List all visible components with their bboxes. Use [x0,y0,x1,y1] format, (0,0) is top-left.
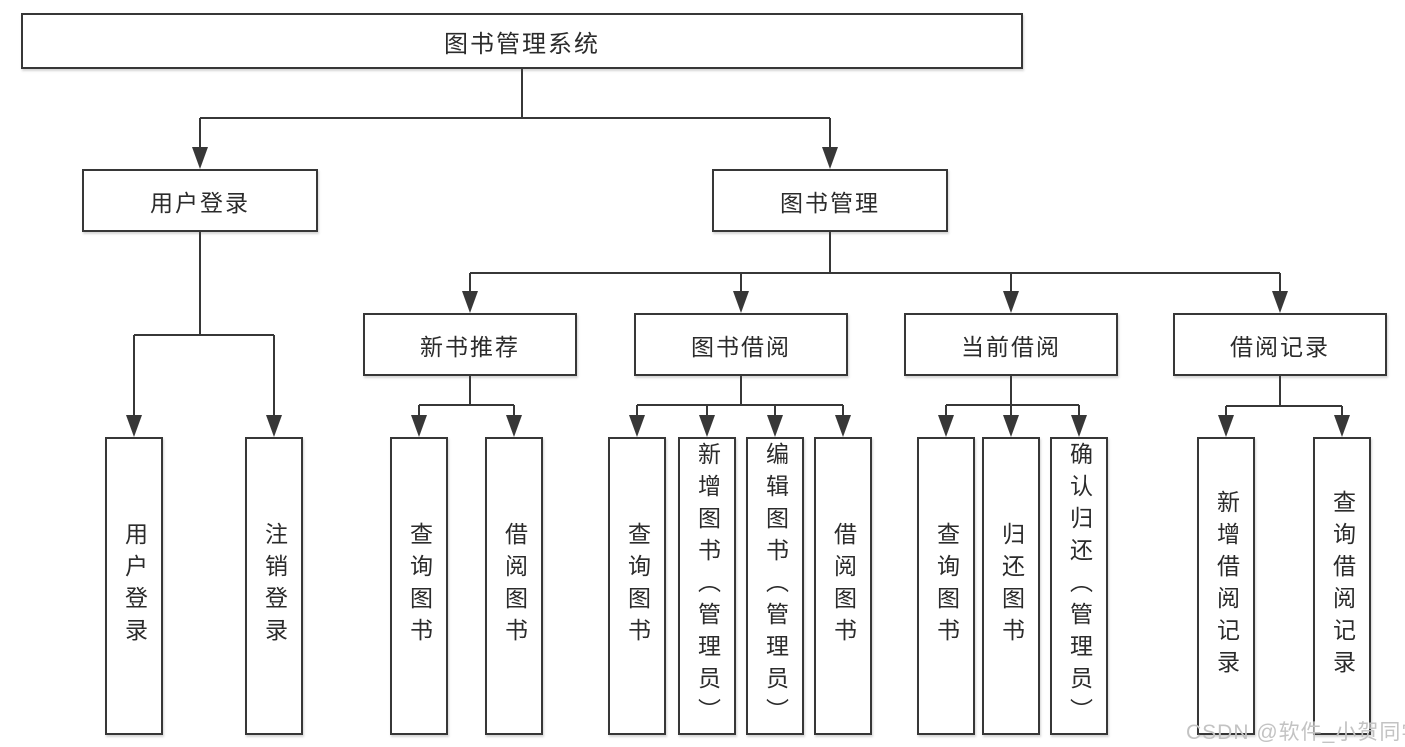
node-label: 新书推荐 [420,333,520,360]
connector-path [133,69,1343,418]
leaf-user-login: 用户登录 [105,437,163,735]
node-label: 用户登录 [121,522,148,650]
node-label: 确认归还（管理员） [1066,442,1093,730]
node-label: 编辑图书（管理员） [762,442,789,730]
arrowhead-icons [126,147,1350,437]
node-label: 图书借阅 [691,333,791,360]
leaf-edit-books-admin: 编辑图书（管理员） [746,437,804,735]
leaf-confirm-return-admin: 确认归还（管理员） [1050,437,1108,735]
node-label: 新增借阅记录 [1213,490,1240,682]
leaf-query-books-borrow: 查询图书 [608,437,666,735]
node-label: 借阅记录 [1230,333,1330,360]
node-label: 新增图书（管理员） [694,442,721,730]
csdn-watermark: CSDN @软件_小贺同学 [1186,721,1405,744]
node-current-borrow: 当前借阅 [904,313,1118,376]
node-label: 图书管理系统 [444,30,600,58]
node-label: 查询图书 [406,522,433,650]
node-label: 归还图书 [998,522,1025,650]
node-label: 查询图书 [624,522,651,650]
leaf-borrow-books: 借阅图书 [814,437,872,735]
node-label: 图书管理 [780,189,880,216]
leaf-query-books-current: 查询图书 [917,437,975,735]
node-label: 查询借阅记录 [1329,490,1356,682]
node-book-management: 图书管理 [712,169,948,232]
node-book-borrow: 图书借阅 [634,313,848,376]
leaf-add-books-admin: 新增图书（管理员） [678,437,736,735]
node-label: 用户登录 [150,189,250,216]
leaf-return-books: 归还图书 [982,437,1040,735]
leaf-query-books-recommend: 查询图书 [390,437,448,735]
node-user-login: 用户登录 [82,169,318,232]
node-label: 注销登录 [261,522,288,650]
node-label: 借阅图书 [830,522,857,650]
node-root: 图书管理系统 [21,13,1023,69]
node-label: 借阅图书 [501,522,528,650]
node-label: 当前借阅 [961,333,1061,360]
leaf-add-borrow-record: 新增借阅记录 [1197,437,1255,735]
leaf-logout: 注销登录 [245,437,303,735]
node-borrow-records: 借阅记录 [1173,313,1387,376]
node-label: 查询图书 [933,522,960,650]
node-new-book-recommend: 新书推荐 [363,313,577,376]
leaf-borrow-books-recommend: 借阅图书 [485,437,543,735]
leaf-query-borrow-record: 查询借阅记录 [1313,437,1371,735]
